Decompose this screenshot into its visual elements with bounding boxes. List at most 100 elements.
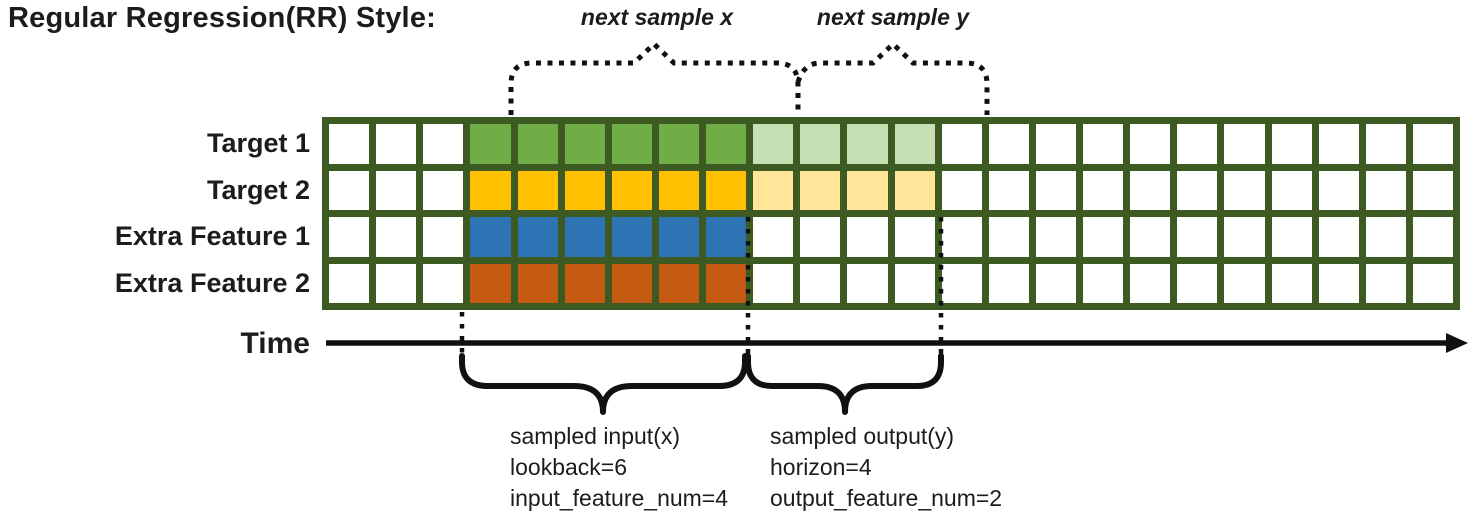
- grid-cell: [847, 124, 888, 164]
- grid-cell: [753, 124, 794, 164]
- grid-cell: [1177, 124, 1218, 164]
- grid-cell: [470, 263, 511, 303]
- grid-cell: [941, 263, 982, 303]
- grid-cell: [800, 170, 841, 210]
- grid-cell: [470, 217, 511, 257]
- time-axis-label: Time: [240, 327, 310, 360]
- grid-cell: [470, 124, 511, 164]
- grid-cell: [564, 124, 605, 164]
- grid-cell: [611, 217, 652, 257]
- grid-cell: [658, 217, 699, 257]
- grid-cell: [1130, 263, 1171, 303]
- grid-cell: [847, 217, 888, 257]
- next-sample-y-brace: [795, 40, 990, 115]
- sampled-input-note: sampled input(x) lookback=6 input_featur…: [510, 421, 728, 514]
- grid-cell: [1318, 263, 1359, 303]
- grid-cell: [1177, 217, 1218, 257]
- grid-cell: [658, 263, 699, 303]
- grid-cell: [329, 217, 370, 257]
- grid-cell: [706, 124, 747, 164]
- grid-cell: [517, 217, 558, 257]
- grid-cell: [1130, 217, 1171, 257]
- grid-cell: [800, 124, 841, 164]
- grid-cell: [564, 170, 605, 210]
- time-axis-arrow: [326, 333, 1468, 353]
- sampled-input-title: sampled input(x): [510, 423, 681, 449]
- grid-cell: [1271, 217, 1312, 257]
- timeseries-grid: [322, 117, 1460, 310]
- grid-cell: [706, 217, 747, 257]
- grid-cell: [423, 217, 464, 257]
- grid-cell: [1083, 124, 1124, 164]
- grid-cell: [376, 124, 417, 164]
- grid-cell: [1224, 124, 1265, 164]
- grid-cell: [611, 170, 652, 210]
- grid-cell: [988, 263, 1029, 303]
- grid-cell: [706, 263, 747, 303]
- grid-cell: [1224, 170, 1265, 210]
- grid-cell: [1271, 263, 1312, 303]
- grid-cell: [1224, 217, 1265, 257]
- grid-cell: [329, 263, 370, 303]
- row-labels: Target 1 Target 2 Extra Feature 1 Extra …: [0, 117, 310, 310]
- page-title: Regular Regression(RR) Style:: [8, 2, 436, 34]
- grid-cell: [1365, 217, 1406, 257]
- input-feature-num: input_feature_num=4: [510, 485, 729, 511]
- grid-cell: [470, 170, 511, 210]
- grid-cell: [1035, 217, 1076, 257]
- grid-cell: [1412, 170, 1453, 210]
- grid-cell: [753, 263, 794, 303]
- grid-cell: [517, 170, 558, 210]
- grid-cell: [1318, 170, 1359, 210]
- grid-cell: [564, 217, 605, 257]
- grid-cell: [800, 217, 841, 257]
- row-label-extra-feature-2: Extra Feature 2: [114, 267, 310, 298]
- grid-cell: [1412, 124, 1453, 164]
- grid-cell: [1130, 170, 1171, 210]
- grid-cell: [423, 170, 464, 210]
- grid-cell: [376, 217, 417, 257]
- grid-cell: [1035, 124, 1076, 164]
- grid-cell: [1271, 170, 1312, 210]
- grid-cell: [941, 170, 982, 210]
- grid-cell: [658, 170, 699, 210]
- grid-cell: [376, 263, 417, 303]
- grid-cell: [1365, 124, 1406, 164]
- sampled-input-brace: [459, 353, 748, 415]
- grid-cell: [988, 170, 1029, 210]
- grid-cell: [1083, 263, 1124, 303]
- grid-cell: [706, 170, 747, 210]
- grid-cell: [753, 170, 794, 210]
- grid-cell: [894, 217, 935, 257]
- row-label-extra-feature-1: Extra Feature 1: [114, 221, 310, 252]
- grid-cell: [1083, 170, 1124, 210]
- grid-cell: [1083, 217, 1124, 257]
- grid-cell: [517, 124, 558, 164]
- grid-cell: [894, 170, 935, 210]
- grid-cell: [1035, 170, 1076, 210]
- next-sample-x-brace: [508, 40, 801, 115]
- grid-cell: [329, 124, 370, 164]
- grid-cell: [1365, 170, 1406, 210]
- grid-cell: [611, 263, 652, 303]
- grid-cell: [1271, 124, 1312, 164]
- grid-cell: [800, 263, 841, 303]
- grid-cell: [1035, 263, 1076, 303]
- grid-cell: [658, 124, 699, 164]
- next-sample-x-label: next sample x: [580, 4, 734, 30]
- grid-cell: [1412, 263, 1453, 303]
- grid-cell: [1412, 217, 1453, 257]
- grid-cell: [1224, 263, 1265, 303]
- grid-cell: [894, 263, 935, 303]
- grid-cell: [847, 263, 888, 303]
- output-feature-num: output_feature_num=2: [770, 485, 1003, 511]
- sampled-output-note: sampled output(y) horizon=4 output_featu…: [770, 421, 1002, 514]
- grid-cell: [941, 124, 982, 164]
- grid-cell: [329, 170, 370, 210]
- grid-cell: [376, 170, 417, 210]
- row-label-target-2: Target 2: [206, 174, 310, 205]
- sampled-output-brace: [745, 353, 944, 415]
- grid-cell: [941, 217, 982, 257]
- grid-cell: [564, 263, 605, 303]
